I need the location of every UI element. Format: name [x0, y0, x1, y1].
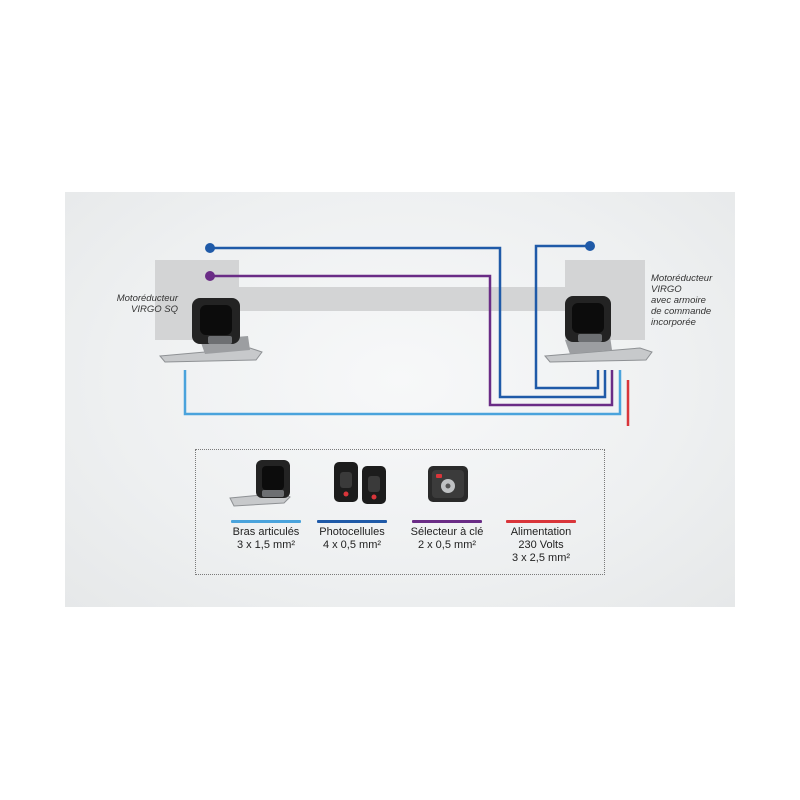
legend-line-key-selector	[412, 520, 482, 523]
right-motor-icon	[544, 296, 653, 363]
photocell-right-endpoint	[585, 241, 595, 251]
legend-item-key-selector: Sélecteur à clé 2 x 0,5 mm²	[407, 526, 487, 552]
legend-box: Bras articulés 3 x 1,5 mm² Photocellules…	[195, 449, 605, 575]
legend-item-power: Alimentation 230 Volts 3 x 2,5 mm²	[503, 526, 579, 565]
legend-swatch-arms	[231, 518, 301, 527]
legend-item-photocells: Photocellules 4 x 0,5 mm²	[317, 526, 387, 552]
key-selector-cable	[210, 274, 614, 407]
legend-line-photocells	[317, 520, 387, 523]
legend-swatch-power	[506, 518, 576, 527]
right-motor-label: Motoréducteur VIRGO avec armoire de comm…	[651, 273, 713, 328]
left-motor-icon	[159, 298, 263, 363]
legend-label-photocells: Photocellules 4 x 0,5 mm²	[319, 526, 385, 551]
key-selector-endpoint	[205, 271, 215, 281]
left-motor-label: Motoréducteur VIRGO SQ	[116, 293, 178, 315]
legend-item-arms: Bras articulés 3 x 1,5 mm²	[231, 526, 301, 552]
photocell-cable-right	[534, 244, 600, 390]
legend-line-power	[506, 520, 576, 523]
legend-swatch-key-selector	[412, 518, 482, 527]
legend-arm-motor-icon	[229, 460, 291, 507]
legend-line-arms	[231, 520, 301, 523]
photocell-left-endpoint	[205, 243, 215, 253]
arm-cable	[183, 370, 622, 416]
legend-photocells-icon	[334, 462, 386, 504]
gate-beam	[239, 287, 565, 311]
legend-swatch-photocells	[317, 518, 387, 527]
legend-label-arms: Bras articulés 3 x 1,5 mm²	[232, 526, 300, 551]
legend-label-key-selector: Sélecteur à clé 2 x 0,5 mm²	[410, 526, 484, 551]
legend-label-power: Alimentation 230 Volts 3 x 2,5 mm²	[510, 526, 572, 564]
photocell-cable-left	[210, 246, 607, 399]
legend-key-selector-icon	[428, 466, 468, 502]
